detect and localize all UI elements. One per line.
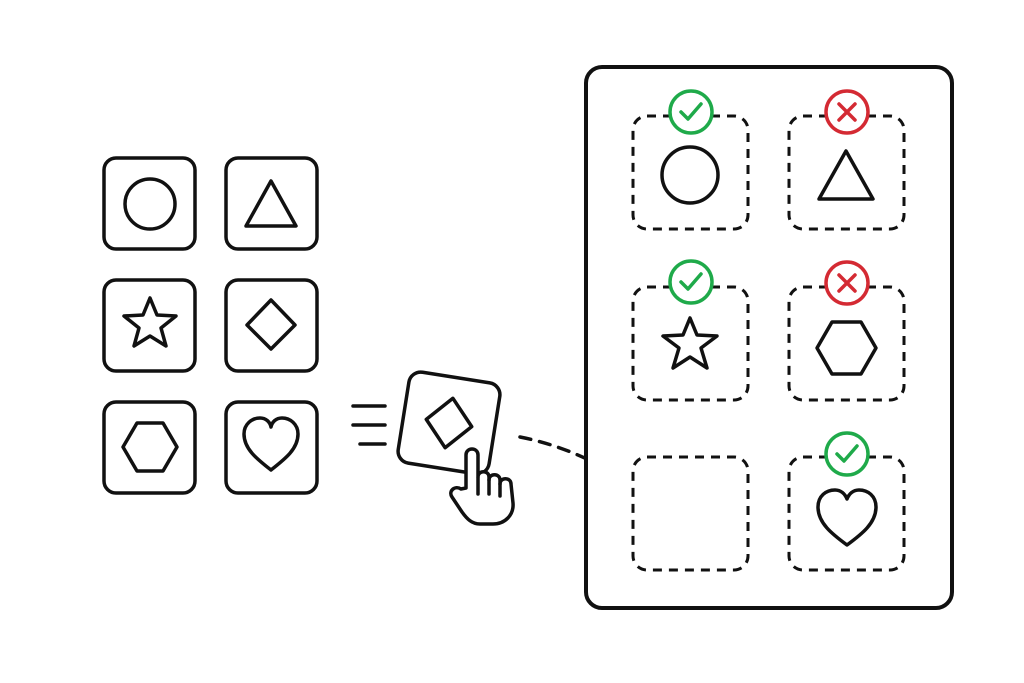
heart-icon	[816, 488, 878, 547]
drop-slot-circle[interactable]	[631, 89, 750, 231]
triangle-icon	[244, 179, 298, 228]
check-badge-icon	[668, 89, 714, 135]
shape-palette	[102, 156, 319, 495]
diamond-icon	[245, 298, 297, 351]
triangle-icon	[817, 149, 875, 201]
speed-lines-icon	[351, 404, 387, 446]
palette-tile-hexagon[interactable]	[102, 400, 197, 495]
cross-badge-icon	[824, 260, 870, 306]
palette-tile-heart[interactable]	[224, 400, 319, 495]
diamond-icon	[424, 396, 474, 450]
drop-board	[584, 65, 954, 610]
check-badge-icon	[668, 259, 714, 305]
circle-icon	[123, 177, 177, 231]
hand-pointer-icon	[449, 447, 515, 526]
circle-icon	[660, 145, 720, 205]
palette-tile-star[interactable]	[102, 278, 197, 373]
hexagon-icon	[815, 320, 878, 376]
star-icon	[122, 296, 178, 348]
palette-tile-triangle[interactable]	[224, 156, 319, 251]
drop-slot-heart[interactable]	[787, 431, 906, 572]
palette-tile-circle[interactable]	[102, 156, 197, 251]
star-icon	[661, 316, 719, 370]
drop-slot-empty[interactable]	[631, 455, 750, 572]
heart-icon	[242, 416, 300, 472]
dragged-tile[interactable]	[396, 370, 502, 476]
drop-slot-hexagon[interactable]	[787, 260, 906, 402]
drop-slot-star[interactable]	[631, 259, 750, 402]
cross-badge-icon	[824, 89, 870, 135]
palette-tile-diamond[interactable]	[224, 278, 319, 373]
drop-slot-triangle[interactable]	[787, 89, 906, 231]
check-badge-icon	[824, 431, 870, 477]
hexagon-icon	[121, 421, 179, 473]
